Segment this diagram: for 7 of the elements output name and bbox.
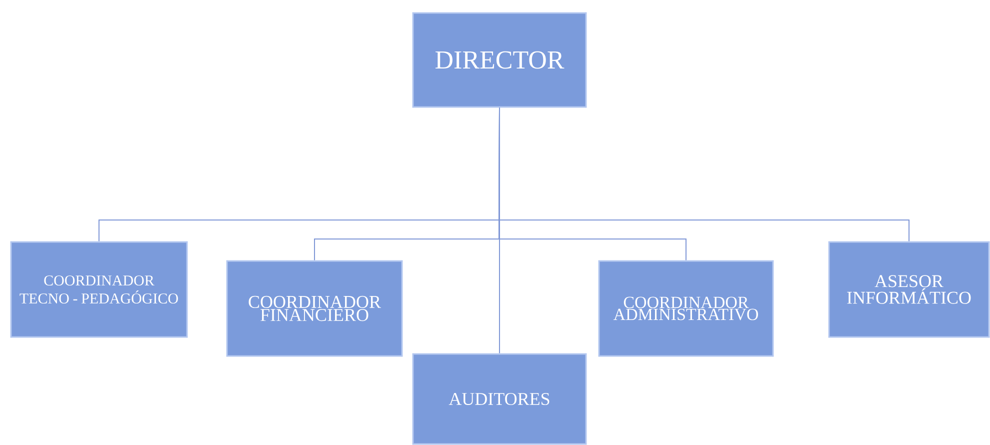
org-box: AUDITORES	[412, 353, 587, 445]
org-box: COORDINADOR ADMINISTRATIVO	[598, 260, 774, 357]
org-box: DIRECTOR	[412, 12, 587, 108]
org-box: COORDINADOR TECNO - PEDAGÓGICO	[10, 241, 188, 338]
org-box: ASESOR INFORMÁTICO	[828, 241, 990, 338]
connector-line	[498, 107, 910, 242]
org-box: COORDINADOR FINANCIERO	[226, 260, 403, 357]
